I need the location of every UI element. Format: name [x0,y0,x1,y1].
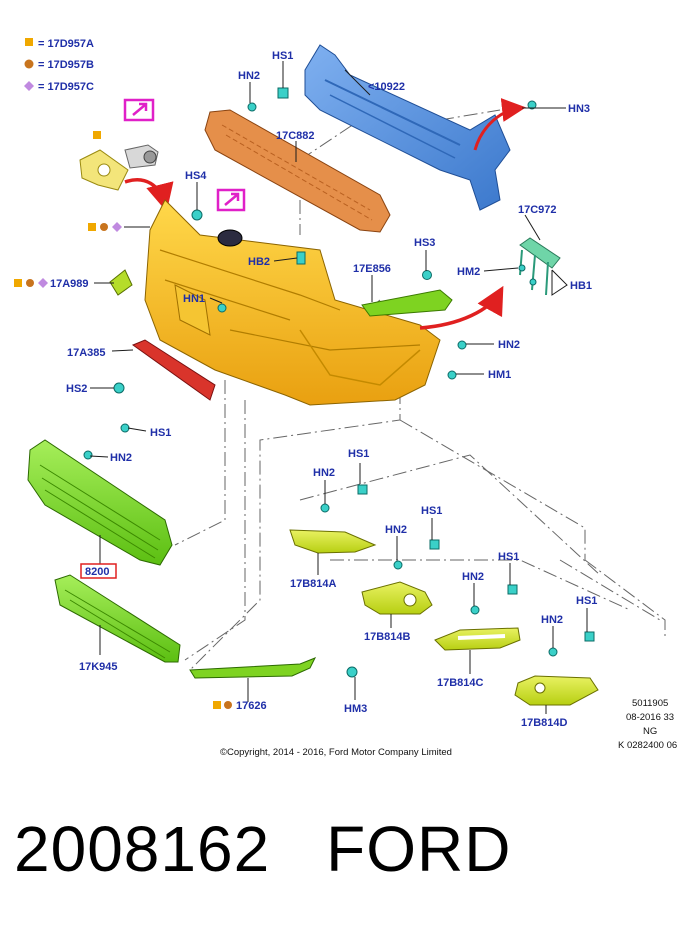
label-hs4: HS4 [185,170,207,182]
camera-sensor-icon [124,144,159,169]
legend-17d957a: = 17D957A [38,38,94,50]
label-hn2-b: HN2 [385,524,407,536]
legend-circle-icon [24,59,34,69]
lower-reinforcement-17a385 [131,339,216,401]
bezel-17b814b [361,581,433,615]
redirect-arrow-icon [419,285,504,330]
label-17k945: 17K945 [79,661,118,673]
label-hn1: HN1 [183,293,205,305]
label-hb2: HB2 [248,256,270,268]
bumper-exploded-diagram: = 17D957A = 17D957B = 17D957C [14,38,677,758]
legend: = 17D957A = 17D957B = 17D957C [24,38,94,93]
highlight-box-8200 [80,563,117,579]
label-hs1-d: HS1 [576,595,597,607]
label-hs2: HS2 [66,383,87,395]
fog-plug-17a989 [109,269,133,296]
legend-square-icon [25,38,33,46]
label-hn2-grille: HN2 [110,452,132,464]
assembly-lines [174,109,666,671]
label-17b814c: 17B814C [437,677,484,689]
legend-17d957c: = 17D957C [38,81,94,93]
bracket-17c972 [519,237,561,296]
leader-lines [89,61,588,714]
label-reinforcement: <10922 [368,81,405,93]
copyright: ©Copyright, 2014 - 2016, Ford Motor Comp… [220,747,452,758]
bezel-17b814c [434,627,521,651]
redirect-arrow-icon [473,98,526,151]
meta-line-1: 5011905 [632,698,668,709]
label-hs1-grille: HS1 [150,427,171,439]
lower-lip-17626 [189,657,317,679]
label-17b814b: 17B814B [364,631,411,643]
upper-grille-8200 [27,439,173,566]
meta-line-2: 08-2016 33 [626,712,674,723]
label-17c972: 17C972 [518,204,557,216]
label-hs1-c: HS1 [498,551,519,563]
legend-diamond-icon [24,81,34,91]
new-part-marker-icon [123,98,155,122]
meta-line-3: NG [643,726,657,737]
label-hn2-d: HN2 [541,614,563,626]
label-8200: 8200 [85,566,109,578]
label-hn2-right: HN2 [498,339,520,351]
side-strip-17e856 [361,289,453,317]
label-17b814d: 17B814D [521,717,568,729]
label-hn3: HN3 [568,103,590,115]
redirect-arrow-icon [124,178,174,212]
fasteners [83,87,595,678]
energy-absorber [204,109,391,233]
part-number: 2008162 [14,813,271,885]
new-part-marker-icon [216,188,246,212]
meta-line-4: K 0282400 06 [618,740,677,751]
part-caption: 2008162 FORD [14,812,684,892]
emblem-icon [217,229,243,247]
label-hm2: HM2 [457,266,480,278]
label-hn2-c: HN2 [462,571,484,583]
label-hm3: HM3 [344,703,367,715]
label-17626: 17626 [236,700,267,712]
label-17a385: 17A385 [67,347,106,359]
marker-cluster [14,222,232,709]
label-hs1-top: HS1 [272,50,293,62]
brand-name: FORD [326,813,512,885]
label-hb1: HB1 [570,280,592,292]
bumper-cover [144,199,441,406]
bezel-17b814a [289,529,377,554]
bezel-17b814d [514,675,599,706]
label-17a989: 17A989 [50,278,89,290]
label-17e856: 17E856 [353,263,391,275]
label-hs3: HS3 [414,237,435,249]
label-hn2-top: HN2 [238,70,260,82]
label-hn2-a: HN2 [313,467,335,479]
camera-bracket [79,131,129,191]
label-hs1-a: HS1 [348,448,369,460]
label-hm1: HM1 [488,369,511,381]
label-hs1-b: HS1 [421,505,442,517]
reinforcement-beam [304,44,511,211]
legend-17d957b: = 17D957B [38,59,94,71]
label-absorber: 17C882 [276,130,315,142]
label-17b814a: 17B814A [290,578,337,590]
lower-grille-17k945 [54,574,181,663]
